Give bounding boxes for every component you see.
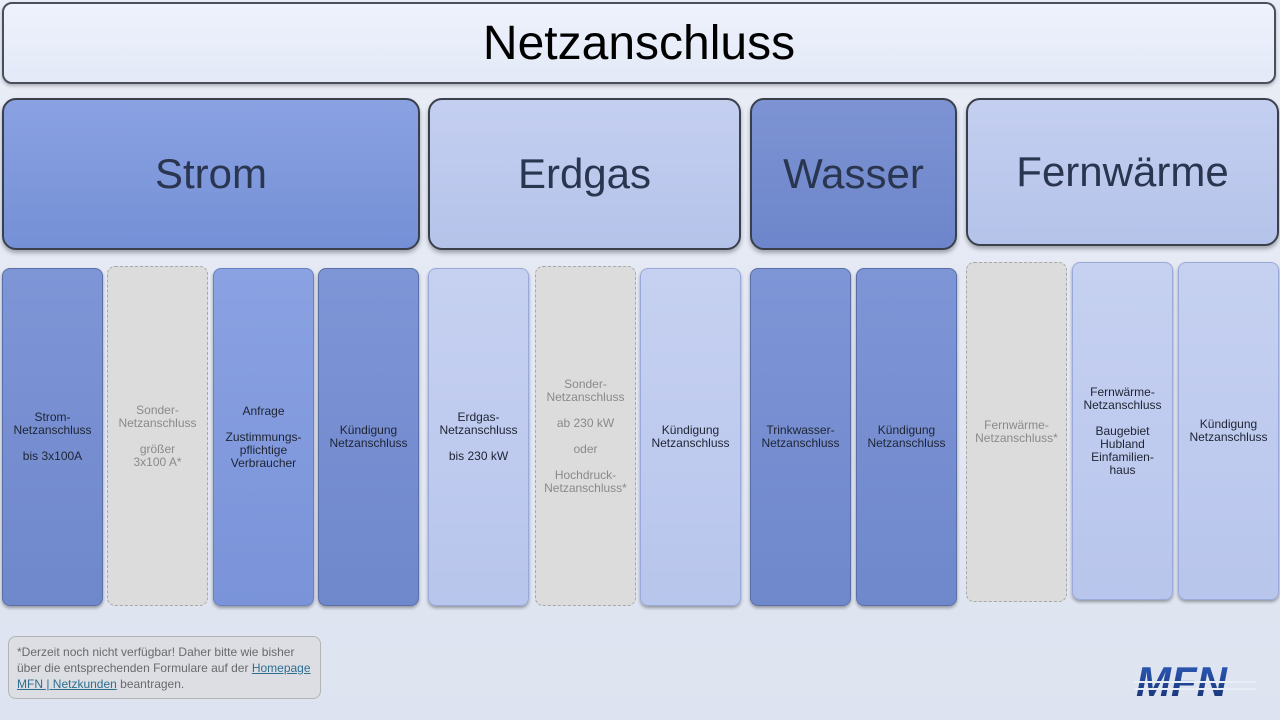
card-strom-sonder-netzanschluss: Sonder- Netzanschluss größer 3x100 A* — [107, 266, 208, 606]
category-strom[interactable]: Strom — [2, 98, 420, 250]
mfn-logo: MFN — [1134, 660, 1256, 702]
category-fernwaerme[interactable]: Fernwärme — [966, 98, 1279, 246]
card-fernwaerme-hubland[interactable]: Fernwärme- Netzanschluss Baugebiet Hubla… — [1072, 262, 1173, 600]
card-erdgas-kuendigung[interactable]: Kündigung Netzanschluss — [640, 268, 741, 606]
card-fernwaerme-kuendigung[interactable]: Kündigung Netzanschluss — [1178, 262, 1279, 600]
card-wasser-kuendigung[interactable]: Kündigung Netzanschluss — [856, 268, 957, 606]
footnote: *Derzeit noch nicht verfügbar! Daher bit… — [8, 636, 321, 699]
title-bar: Netzanschluss — [2, 2, 1276, 84]
card-erdgas-netzanschluss[interactable]: Erdgas- Netzanschluss bis 230 kW — [428, 268, 529, 606]
card-trinkwasser-netzanschluss[interactable]: Trinkwasser- Netzanschluss — [750, 268, 851, 606]
card-fernwaerme-netzanschluss: Fernwärme- Netzanschluss* — [966, 262, 1067, 602]
page-title: Netzanschluss — [482, 16, 796, 70]
category-wasser[interactable]: Wasser — [750, 98, 957, 250]
card-strom-anfrage[interactable]: Anfrage Zustimmungs- pflichtige Verbrauc… — [213, 268, 314, 606]
card-strom-netzanschluss[interactable]: Strom- Netzanschluss bis 3x100A — [2, 268, 103, 606]
card-strom-kuendigung[interactable]: Kündigung Netzanschluss — [318, 268, 419, 606]
footnote-text-before: *Derzeit noch nicht verfügbar! Daher bit… — [17, 645, 295, 675]
card-erdgas-sonder-netzanschluss: Sonder- Netzanschluss ab 230 kW oder Hoc… — [535, 266, 636, 606]
homepage-link[interactable]: Homepage MFN | Netzkunden — [17, 661, 311, 691]
footnote-text-after: beantragen. — [116, 677, 185, 691]
category-erdgas[interactable]: Erdgas — [428, 98, 741, 250]
